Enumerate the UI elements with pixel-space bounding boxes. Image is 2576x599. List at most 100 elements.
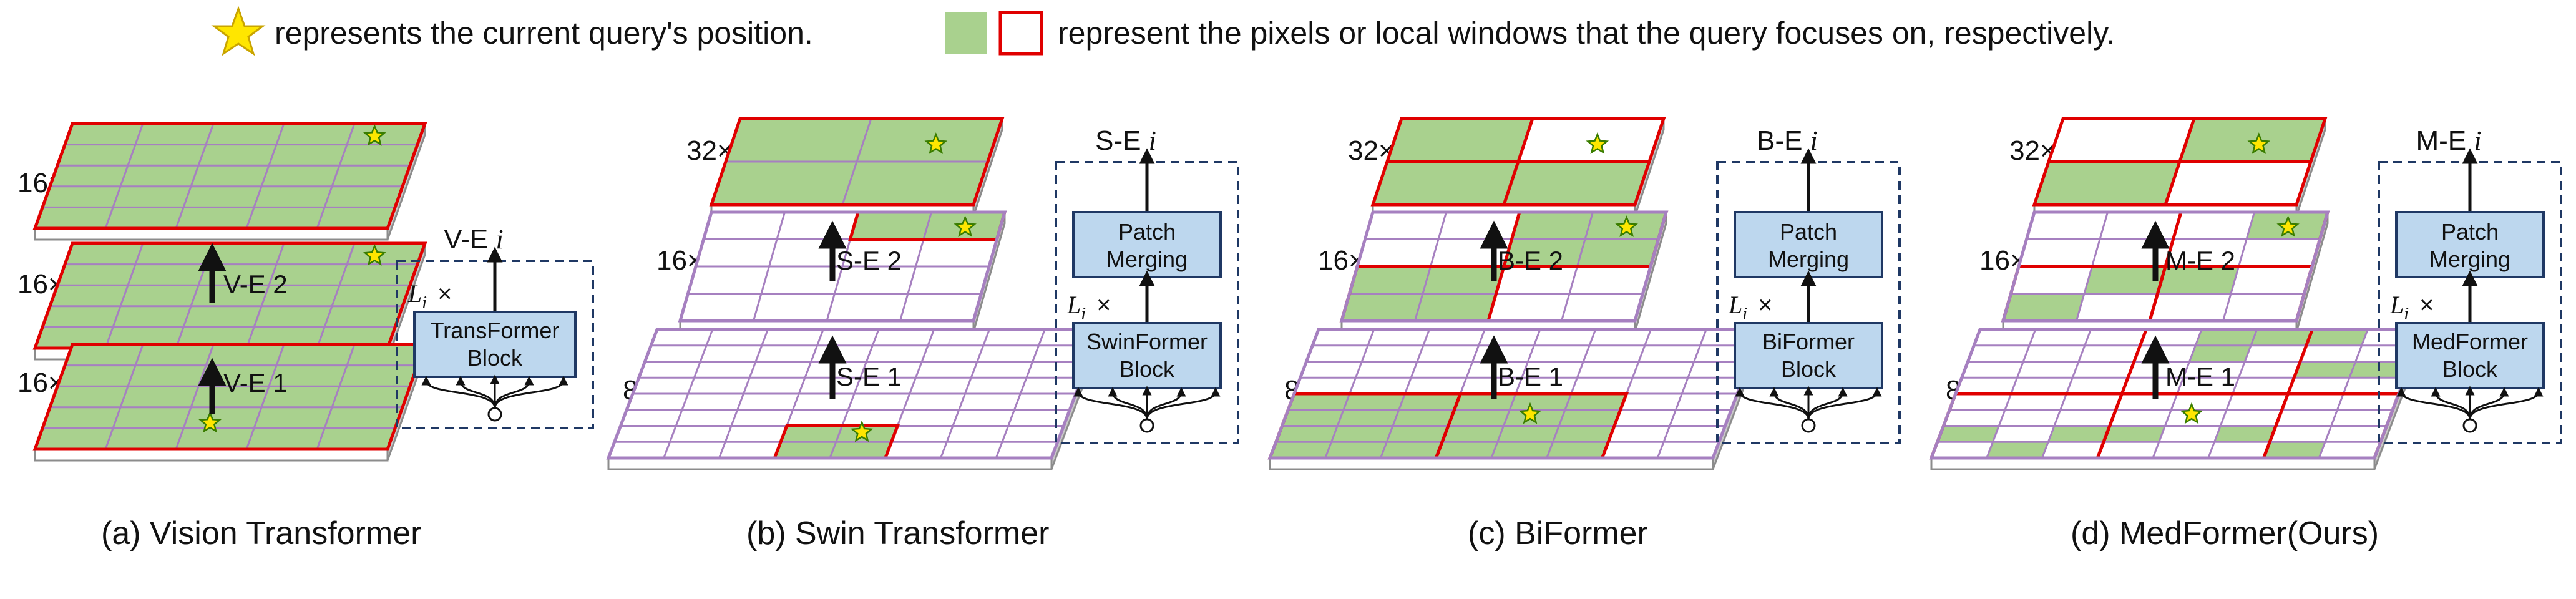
layer-border	[1370, 117, 1666, 207]
attended-cell	[1282, 409, 1344, 426]
query-star-icon	[198, 411, 222, 433]
attended-cell	[1937, 426, 1999, 442]
layer-border	[1929, 328, 2426, 460]
panel-biformer: 32× 16× 8× B-E 2 B-E 1 B-E iPatchMerging…	[1267, 117, 1901, 552]
layer-front-side	[1930, 457, 2376, 470]
feature-map-layer	[709, 117, 1005, 217]
block-name-label: Block	[1781, 356, 1837, 382]
grid-line	[104, 243, 144, 349]
patch-merging-label: Merging	[1106, 246, 1188, 272]
caption: (b) Swin Transformer	[746, 515, 1049, 552]
grid-line	[1656, 329, 1707, 459]
stage-label: V-E 1	[223, 368, 288, 397]
residual-arrow	[1807, 387, 1882, 420]
star-icon	[211, 6, 266, 56]
attended-cell	[2180, 119, 2325, 162]
attended-cell	[1986, 442, 2049, 458]
attended-cell	[2294, 361, 2356, 378]
stage-title: B-E i	[1757, 125, 1818, 156]
legend-star-text: represents the current query's position.	[275, 16, 813, 51]
attended-cell	[1565, 394, 1627, 410]
residual-arrow	[1108, 387, 1148, 420]
residual-arrow	[421, 376, 496, 409]
attended-cell	[2157, 266, 2239, 294]
residual-arrow	[1146, 387, 1221, 420]
grid-line	[245, 243, 285, 349]
query-star-icon	[363, 243, 386, 266]
grid-line	[316, 344, 356, 450]
attended-cell	[1415, 293, 1496, 321]
feature-map-layer	[1267, 328, 1764, 470]
layer-top	[35, 124, 425, 228]
attended-cell	[1454, 394, 1516, 410]
transformer-block-box	[1072, 322, 1222, 389]
input-node	[1801, 418, 1816, 433]
panel-vision-transformer: 16× 16× 16× V-E 2 V-E 1 V-E iTransFormer…	[17, 122, 594, 552]
attended-cell	[1436, 442, 1498, 458]
layer-border	[1339, 210, 1669, 323]
block-name-label: MedFormer	[2412, 329, 2528, 354]
query-star-icon	[2276, 215, 2300, 237]
legend: represents the current query's position.…	[211, 6, 2115, 56]
residual-arrow	[1073, 387, 1148, 420]
attended-cell	[830, 442, 892, 458]
block-name-label: Block	[2442, 356, 2498, 382]
attended-cell	[781, 426, 842, 442]
block-name-label: TransFormer	[431, 318, 560, 343]
grid-line	[175, 123, 215, 229]
attended-cell	[1510, 394, 1571, 410]
attended-cell	[1448, 409, 1510, 426]
grid-line	[995, 329, 1046, 459]
layer-top	[35, 243, 425, 348]
stage-label: S-E 1	[836, 362, 902, 391]
stage-index: i	[495, 224, 503, 255]
attended-cell	[1577, 239, 1659, 266]
patch-merging-label: Patch	[1118, 219, 1176, 245]
query-star-icon	[1615, 215, 1638, 237]
attended-cell	[1546, 442, 1609, 458]
layer-border	[606, 328, 1103, 460]
attended-cell	[1342, 293, 1423, 321]
layer-front-side	[34, 448, 389, 462]
patch-merging-box	[1734, 211, 1883, 278]
grid-line	[940, 329, 990, 459]
layer-front-side	[1269, 457, 1714, 470]
stage-title: S-E i	[1095, 125, 1156, 156]
query-star-icon	[363, 124, 386, 146]
grid-line	[245, 123, 285, 229]
layer-border	[2001, 210, 2330, 323]
attended-cell	[1373, 162, 1518, 205]
attended-cell	[1331, 426, 1393, 442]
input-node	[2462, 418, 2477, 433]
block-name-label: BiFormer	[1762, 329, 1855, 354]
patch-merging-label: Merging	[1768, 246, 1849, 272]
attended-cell	[2189, 345, 2251, 362]
attended-cell	[1349, 266, 1431, 294]
stage-label: B-E 2	[1498, 246, 1563, 275]
repeat-label: Li ×	[407, 280, 452, 313]
grid-line	[104, 123, 144, 229]
feature-map-layer	[32, 241, 427, 361]
layer-front-side	[34, 227, 389, 241]
attended-cell	[1553, 426, 1614, 442]
residual-arrow	[1769, 387, 1810, 420]
stage-label: B-E 1	[1498, 362, 1563, 391]
attended-cell	[1511, 212, 1593, 240]
layer-top	[35, 344, 425, 449]
layer-border	[2032, 117, 2328, 207]
attended-cell	[2195, 329, 2257, 346]
attended-cell	[2084, 266, 2165, 294]
legend-box-text: represent the pixels or local windows th…	[1058, 16, 2115, 51]
feature-map-layer	[32, 122, 427, 241]
query-star-icon	[2247, 132, 2271, 154]
stage-label: S-E 2	[836, 246, 902, 275]
attended-cell	[1337, 409, 1399, 426]
residual-arrow	[456, 376, 496, 409]
dashed-container	[396, 260, 594, 429]
repeat-label: Li ×	[2389, 291, 2434, 324]
